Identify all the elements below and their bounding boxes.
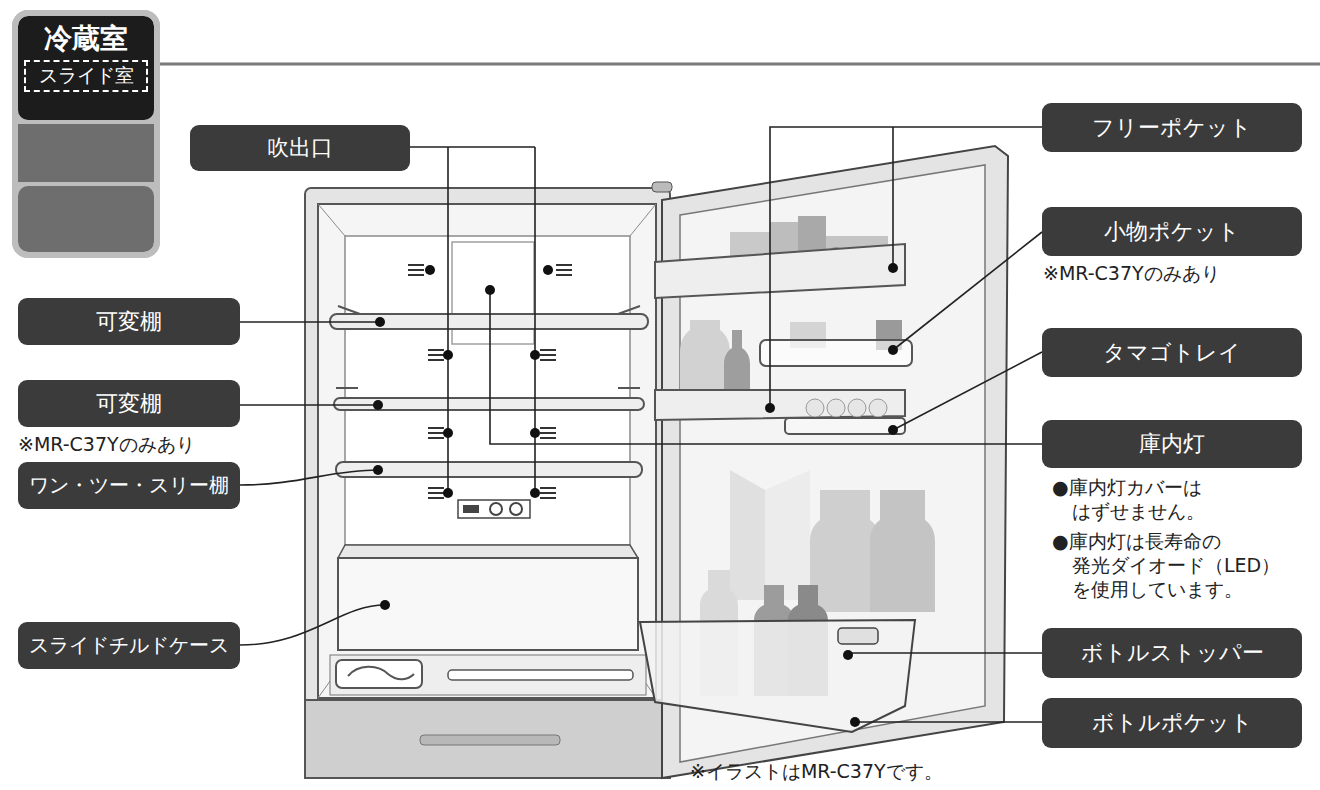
header-rule: [160, 63, 1320, 66]
part-label: ボトルポケット: [1042, 698, 1302, 748]
part-name: 可変棚: [96, 389, 162, 419]
leader-dots: [373, 263, 898, 727]
part-name: タマゴトレイ: [1103, 338, 1241, 368]
note-text: ※イラストはMR-C37Yです。: [690, 760, 943, 784]
part-name: スライドチルドケース: [29, 632, 229, 659]
part-name: 可変棚: [96, 307, 162, 337]
part-label: ワン・ツー・スリー棚: [18, 462, 240, 509]
compartment-title: 冷蔵室: [18, 20, 154, 58]
chilled-case: [330, 545, 646, 695]
part-name: 庫内灯: [1139, 429, 1205, 459]
part-label: フリーポケット: [1042, 103, 1302, 152]
compartment-badge: 冷蔵室スライド室: [12, 10, 160, 258]
part-label: 小物ポケット: [1042, 207, 1302, 256]
part-label: 吹出口: [190, 125, 410, 171]
note-text: ●庫内灯は長寿命の 発光ダイオード（LED） を使用しています。: [1052, 530, 1280, 601]
note-text: ※MR-C37Yのみあり: [18, 433, 195, 457]
door-items: [640, 216, 935, 732]
part-name: スライド室: [39, 63, 134, 89]
note-line: 発光ダイオード（LED）: [1072, 554, 1280, 578]
fridge-cabinet: [305, 188, 670, 778]
part-label: 庫内灯: [1042, 420, 1302, 468]
note-line: はずせません。: [1072, 500, 1205, 524]
leader-lines: [240, 127, 1042, 722]
part-name: 吹出口: [267, 133, 333, 163]
compartment-tag: スライド室: [24, 60, 148, 92]
part-name: ワン・ツー・スリー棚: [29, 472, 229, 499]
shelves: [330, 306, 648, 477]
control-panel: [458, 500, 530, 518]
note-line: ●庫内灯カバーは: [1052, 476, 1205, 500]
part-label: ボトルストッパー: [1042, 628, 1302, 678]
part-label: スライドチルドケース: [18, 622, 240, 669]
note-text: ●庫内灯カバーは はずせません。: [1052, 476, 1205, 524]
part-label: タマゴトレイ: [1042, 328, 1302, 377]
part-label: 可変棚: [18, 380, 240, 427]
part-label: 可変棚: [18, 298, 240, 345]
note-line: ●庫内灯は長寿命の: [1052, 530, 1280, 554]
part-name: 小物ポケット: [1104, 217, 1240, 247]
note-line: を使用しています。: [1072, 578, 1280, 602]
part-name: ボトルポケット: [1092, 708, 1253, 738]
part-name: フリーポケット: [1092, 113, 1252, 143]
note-text: ※MR-C37Yのみあり: [1043, 262, 1220, 286]
badge-sections: [12, 10, 160, 258]
part-name: ボトルストッパー: [1081, 638, 1264, 668]
